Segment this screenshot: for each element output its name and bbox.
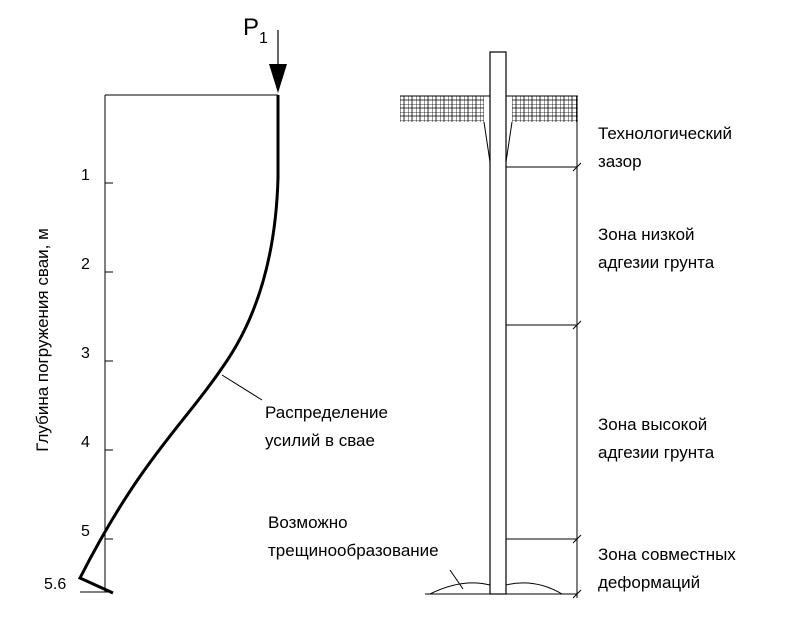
zone-joint-deformation-line1: Зона совместных: [598, 545, 736, 564]
zone-gap-line2: зазор: [598, 152, 642, 171]
crack-label-line2: трещинообразование: [268, 541, 439, 560]
zone-high-adhesion-line1: Зона высокой: [598, 415, 707, 434]
curve-leader: [221, 374, 263, 401]
tick-label: 4: [81, 434, 90, 451]
force-graph: 1 2 3 4 5 5.6 Глубина погружения сваи, м…: [33, 14, 388, 595]
soil-hatch-left: [400, 96, 484, 122]
tick-label: 3: [81, 345, 90, 362]
pile-body: [489, 51, 507, 595]
pile-schematic: Возможно трещинообразование Технологичес…: [268, 51, 736, 599]
zone-joint-deformation-line2: деформаций: [598, 573, 700, 592]
crack-label-line1: Возможно: [268, 513, 348, 532]
crack-leader: [449, 569, 464, 590]
force-curve: [77, 95, 280, 595]
tick-label: 5.6: [44, 576, 66, 593]
crack-zone: [429, 582, 563, 595]
gap-wedge-right: [505, 121, 513, 163]
soil-hatch-right: [512, 96, 578, 122]
load-label: P1: [243, 14, 268, 47]
tick-label: 1: [81, 167, 90, 184]
zone-gap-line1: Технологический: [598, 124, 732, 143]
zone-low-adhesion-line1: Зона низкой: [598, 225, 695, 244]
zone-low-adhesion-line2: адгезии грунта: [598, 253, 715, 272]
curve-label-line1: Распределение: [265, 403, 388, 422]
gap-wedge-left: [483, 121, 491, 163]
tick-label: 5: [81, 523, 90, 540]
y-axis-label: Глубина погружения сваи, м: [33, 228, 52, 452]
zone-high-adhesion-line2: адгезии грунта: [598, 443, 715, 462]
curve-label-line2: усилий в свае: [265, 431, 375, 450]
load-arrow-head: [269, 64, 287, 93]
tick-label: 2: [81, 256, 90, 273]
